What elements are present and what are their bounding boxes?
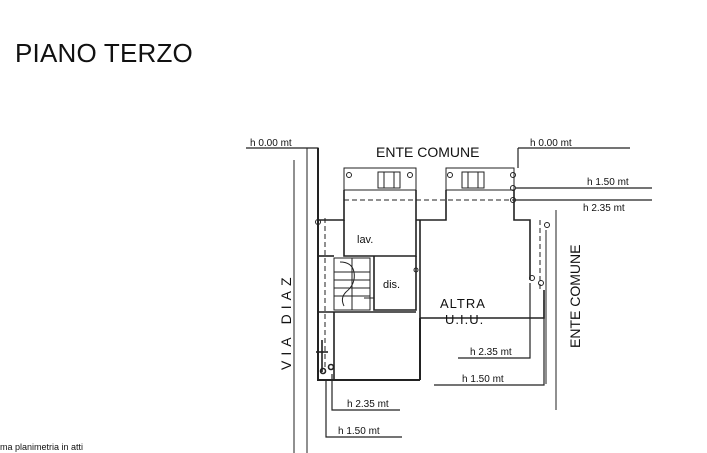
top-neighbor-label: ENTE COMUNE xyxy=(376,144,479,160)
top-right-block xyxy=(445,167,516,203)
height-label-inner-150: h 1.50 mt xyxy=(462,374,504,385)
room-lav xyxy=(318,190,417,257)
dashed-lines xyxy=(324,199,541,370)
top-left-block xyxy=(343,167,417,191)
street-label: VIA DIAZ xyxy=(278,272,294,370)
other-unit-label-line1: ALTRA xyxy=(440,296,486,311)
right-neighbor-label: ENTE COMUNE xyxy=(567,245,583,348)
other-unit-label-line2: U.I.U. xyxy=(445,312,484,327)
height-label-right-upper: h 1.50 mt xyxy=(587,177,629,188)
lower-left-room xyxy=(316,312,335,380)
height-label-bottom-235: h 2.35 mt xyxy=(347,399,389,410)
height-leaders xyxy=(246,147,652,438)
height-label-bottom-150: h 1.50 mt xyxy=(338,426,380,437)
staircase xyxy=(333,257,374,311)
page-title: PIANO TERZO xyxy=(15,38,193,68)
markers xyxy=(315,219,550,286)
height-label-top-right: h 0.00 mt xyxy=(530,138,572,149)
room-dis xyxy=(318,255,417,313)
height-label-top-left: h 0.00 mt xyxy=(250,138,292,149)
height-label-right-lower: h 2.35 mt xyxy=(583,203,625,214)
height-label-inner-235: h 2.35 mt xyxy=(470,347,512,358)
boundary-lines xyxy=(293,148,557,453)
footnote: ma planimetria in atti xyxy=(0,442,84,452)
room-label-lav: lav. xyxy=(357,234,373,246)
room-label-dis: dis. xyxy=(383,279,400,291)
